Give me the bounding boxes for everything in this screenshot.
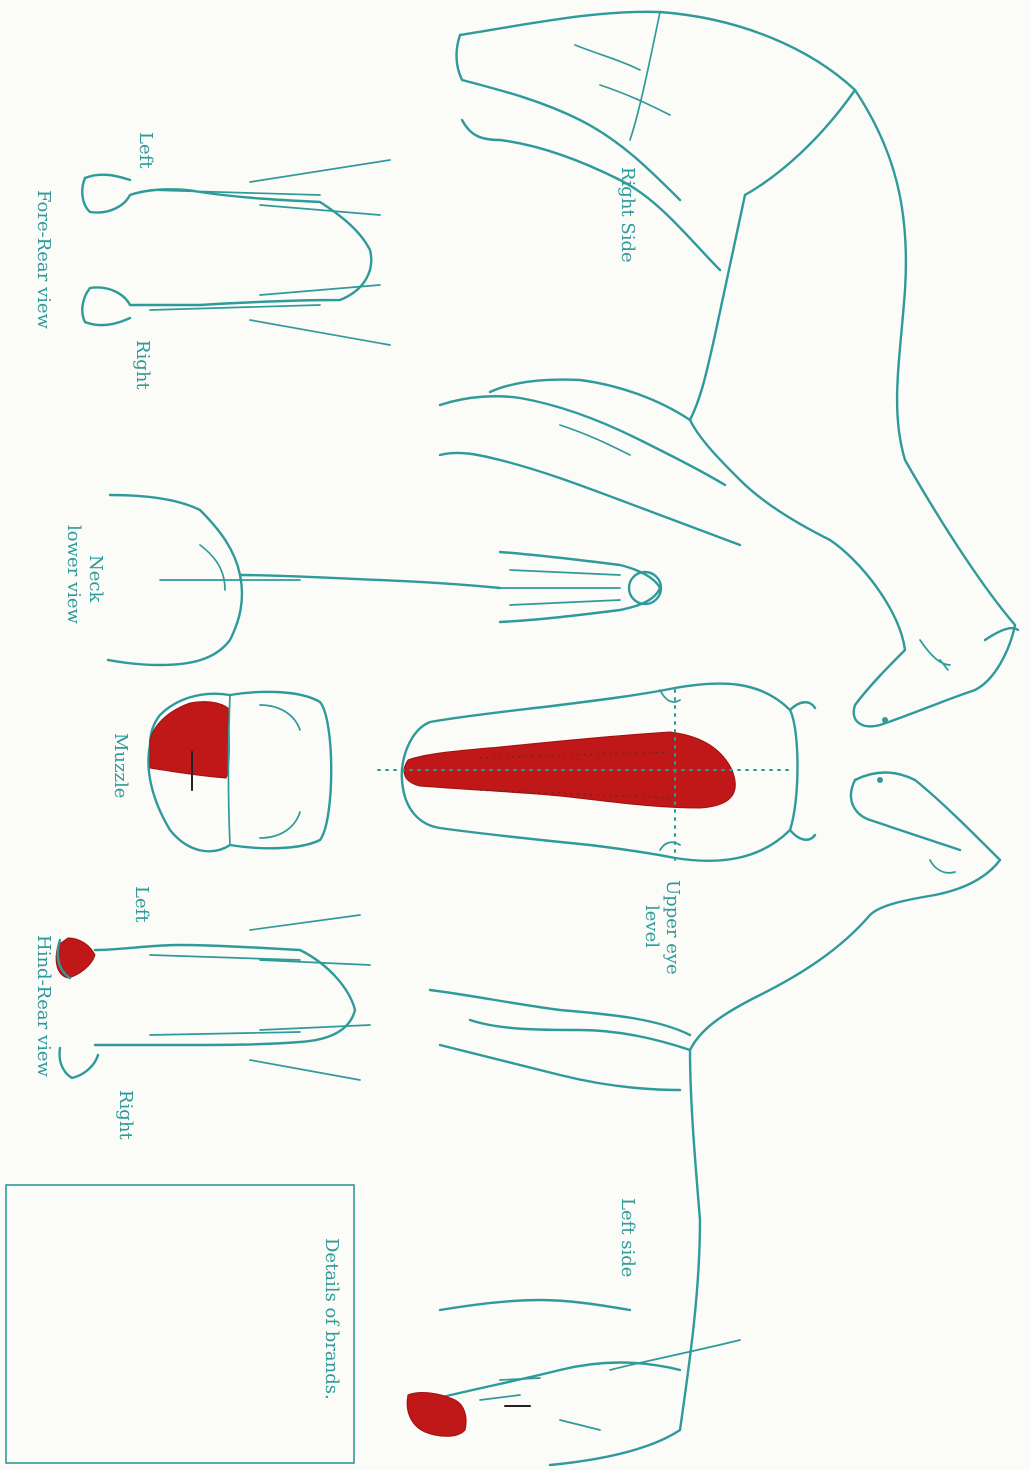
label-brands: Details of brands. [321, 1238, 342, 1400]
label-upper-eye: Upper eye [662, 880, 683, 975]
label-hind-rear-view: Hind-Rear view [33, 935, 54, 1077]
label-left-side: Left side [617, 1198, 638, 1277]
label-fore-left: Left [135, 132, 156, 169]
brands-box [6, 1185, 354, 1463]
neck-lower-view [108, 495, 661, 665]
label-fore-right: Right [132, 340, 153, 390]
label-fore-rear-view: Fore-Rear view [33, 190, 54, 330]
hind-rear-view [56, 915, 370, 1080]
head-front-view [378, 683, 815, 860]
label-hind-right: Right [115, 1090, 136, 1140]
fore-rear-view [82, 160, 390, 345]
hind-foot-marking [407, 1393, 466, 1437]
label-neck-lower-view: lower view [63, 525, 84, 625]
label-right-side: Right Side [617, 167, 638, 263]
hind-left-marking [56, 938, 95, 978]
muzzle-view [148, 692, 331, 851]
label-neck: Neck [85, 555, 106, 603]
label-upper-eye-level: level [641, 905, 662, 948]
left-side-horse [430, 773, 1000, 1466]
label-muzzle: Muzzle [110, 733, 131, 798]
label-hind-left: Left [131, 886, 152, 923]
